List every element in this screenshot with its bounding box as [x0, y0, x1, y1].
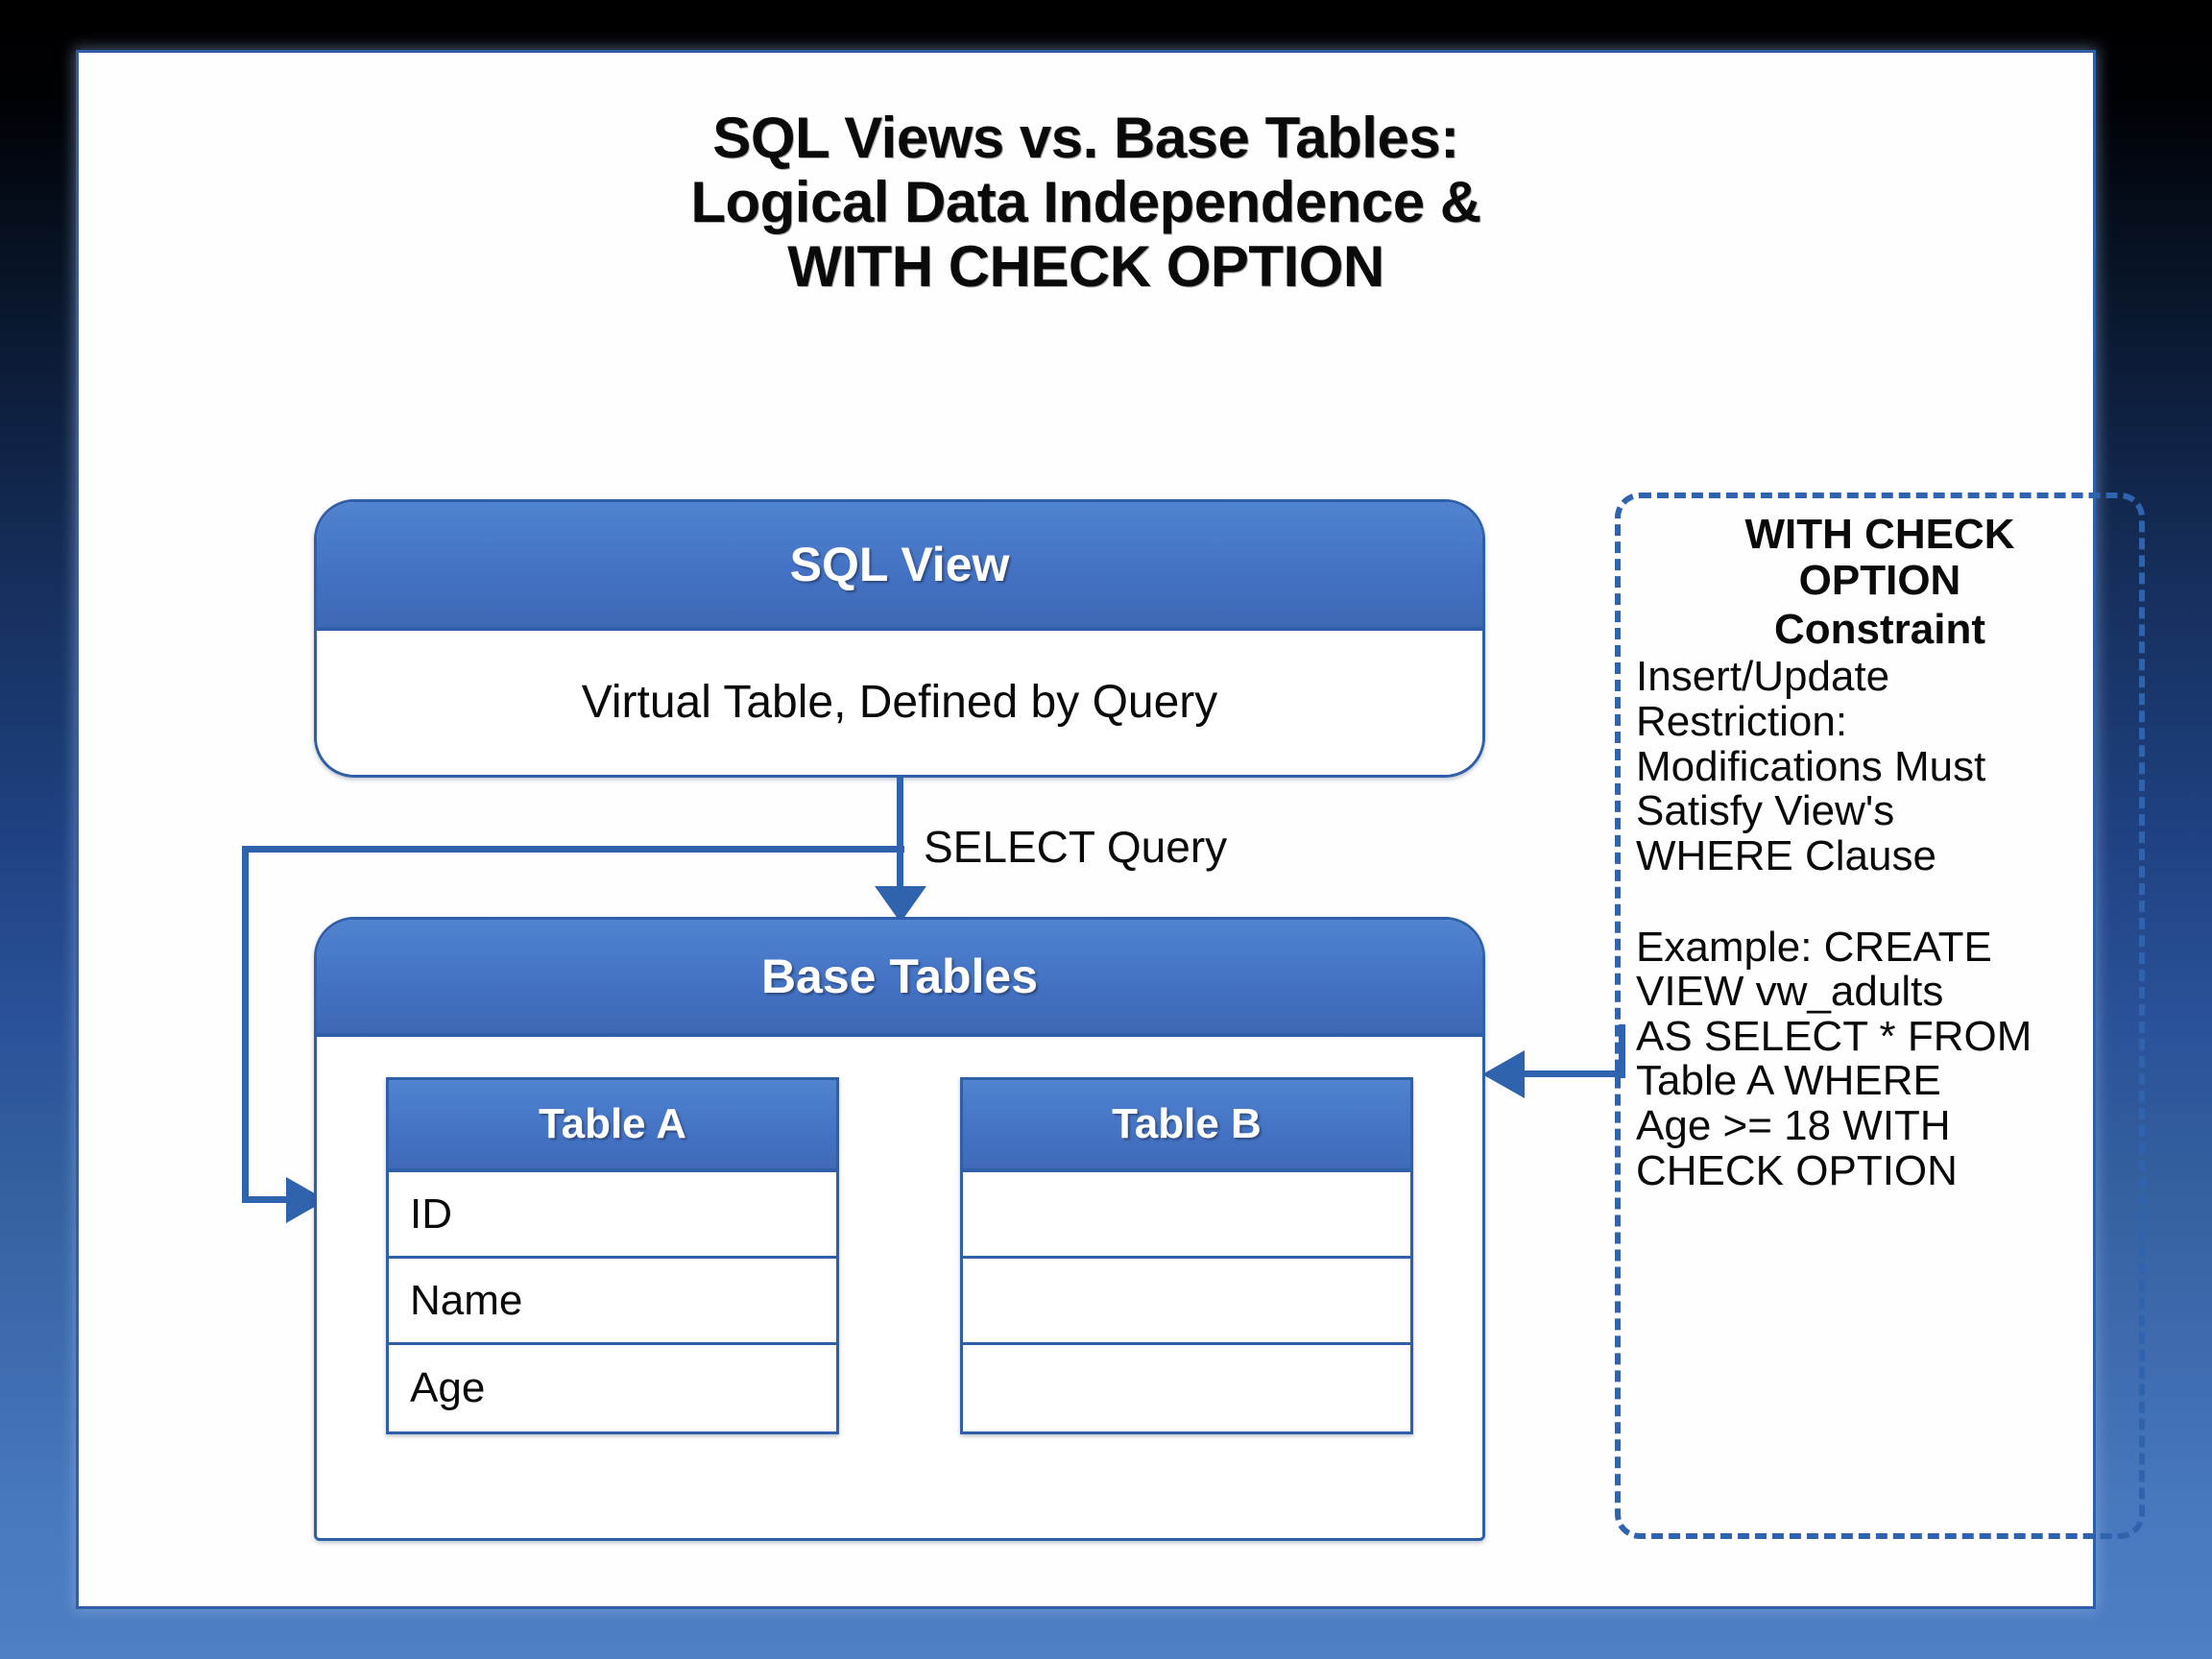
page-title: SQL Views vs. Base Tables: Logical Data … — [79, 106, 2093, 300]
table-row — [963, 1345, 1410, 1431]
check-option-example: Example: CREATE VIEW vw_adults AS SELECT… — [1636, 923, 2124, 1194]
table-row: Age — [410, 1364, 486, 1411]
table-row — [963, 1172, 1410, 1259]
base-tables-node[interactable]: Base Tables Table A ID Name Age Table B — [314, 917, 1485, 1541]
example-line: CHECK OPTION — [1636, 1146, 1958, 1194]
table-row: ID — [389, 1172, 836, 1259]
description-line: Insert/Update — [1636, 653, 1890, 701]
check-option-connector-stub — [1619, 1024, 1625, 1078]
base-tables-body: Table A ID Name Age Table B — [317, 1037, 1482, 1538]
entity-table-b-header: Table B — [963, 1080, 1410, 1172]
slide-panel: SQL Views vs. Base Tables: Logical Data … — [79, 53, 2145, 1606]
with-check-option-panel: WITH CHECK OPTION Constraint Insert/Upda… — [1615, 493, 2145, 1539]
select-query-arrowhead-icon — [875, 886, 926, 923]
description-line: Satisfy View's — [1636, 787, 1895, 835]
check-option-arrowhead-icon — [1482, 1050, 1525, 1098]
description-line: WHERE Clause — [1636, 831, 1936, 879]
entity-table-a[interactable]: Table A ID Name Age — [386, 1077, 839, 1434]
table-row — [963, 1259, 1410, 1345]
sql-view-body: Virtual Table, Defined by Query — [317, 631, 1482, 773]
title-line-3: WITH CHECK OPTION — [787, 234, 1384, 300]
example-line: Example: CREATE — [1636, 923, 1992, 971]
feedback-loop-left-segment — [242, 846, 249, 1203]
title-line-2: Logical Data Independence & — [690, 170, 1481, 235]
spacer — [1636, 879, 2124, 924]
sql-view-node[interactable]: SQL View Virtual Table, Defined by Query — [314, 499, 1485, 778]
select-query-label: SELECT Query — [924, 822, 1228, 872]
example-line: VIEW vw_adults — [1636, 968, 1944, 1016]
table-row: Name — [389, 1259, 836, 1345]
feedback-loop-top-segment — [242, 846, 904, 853]
check-option-subtitle: Constraint — [1774, 606, 1985, 654]
example-line: Age >= 18 WITH — [1636, 1102, 1951, 1150]
entity-table-a-header: Table A — [389, 1080, 836, 1172]
sql-view-header: SQL View — [317, 502, 1482, 631]
description-line: Modifications Must — [1636, 742, 1986, 790]
title-line-1: SQL Views vs. Base Tables: — [712, 106, 1459, 170]
example-line: AS SELECT * FROM — [1636, 1012, 2032, 1060]
check-option-title-line-2: OPTION — [1798, 556, 1961, 604]
example-line: Table A WHERE — [1636, 1057, 1941, 1105]
check-option-connector-line — [1521, 1070, 1624, 1077]
select-query-connector-line — [897, 778, 903, 895]
description-line: Restriction: — [1636, 698, 1848, 746]
feedback-loop-bottom-segment — [242, 1196, 292, 1203]
check-option-title: WITH CHECK OPTION — [1636, 512, 2124, 603]
base-tables-header: Base Tables — [317, 920, 1482, 1037]
check-option-description: Insert/Update Restriction: Modifications… — [1636, 655, 2124, 878]
check-option-title-line-1: WITH CHECK — [1744, 511, 2015, 558]
entity-table-b[interactable]: Table B — [960, 1077, 1413, 1434]
